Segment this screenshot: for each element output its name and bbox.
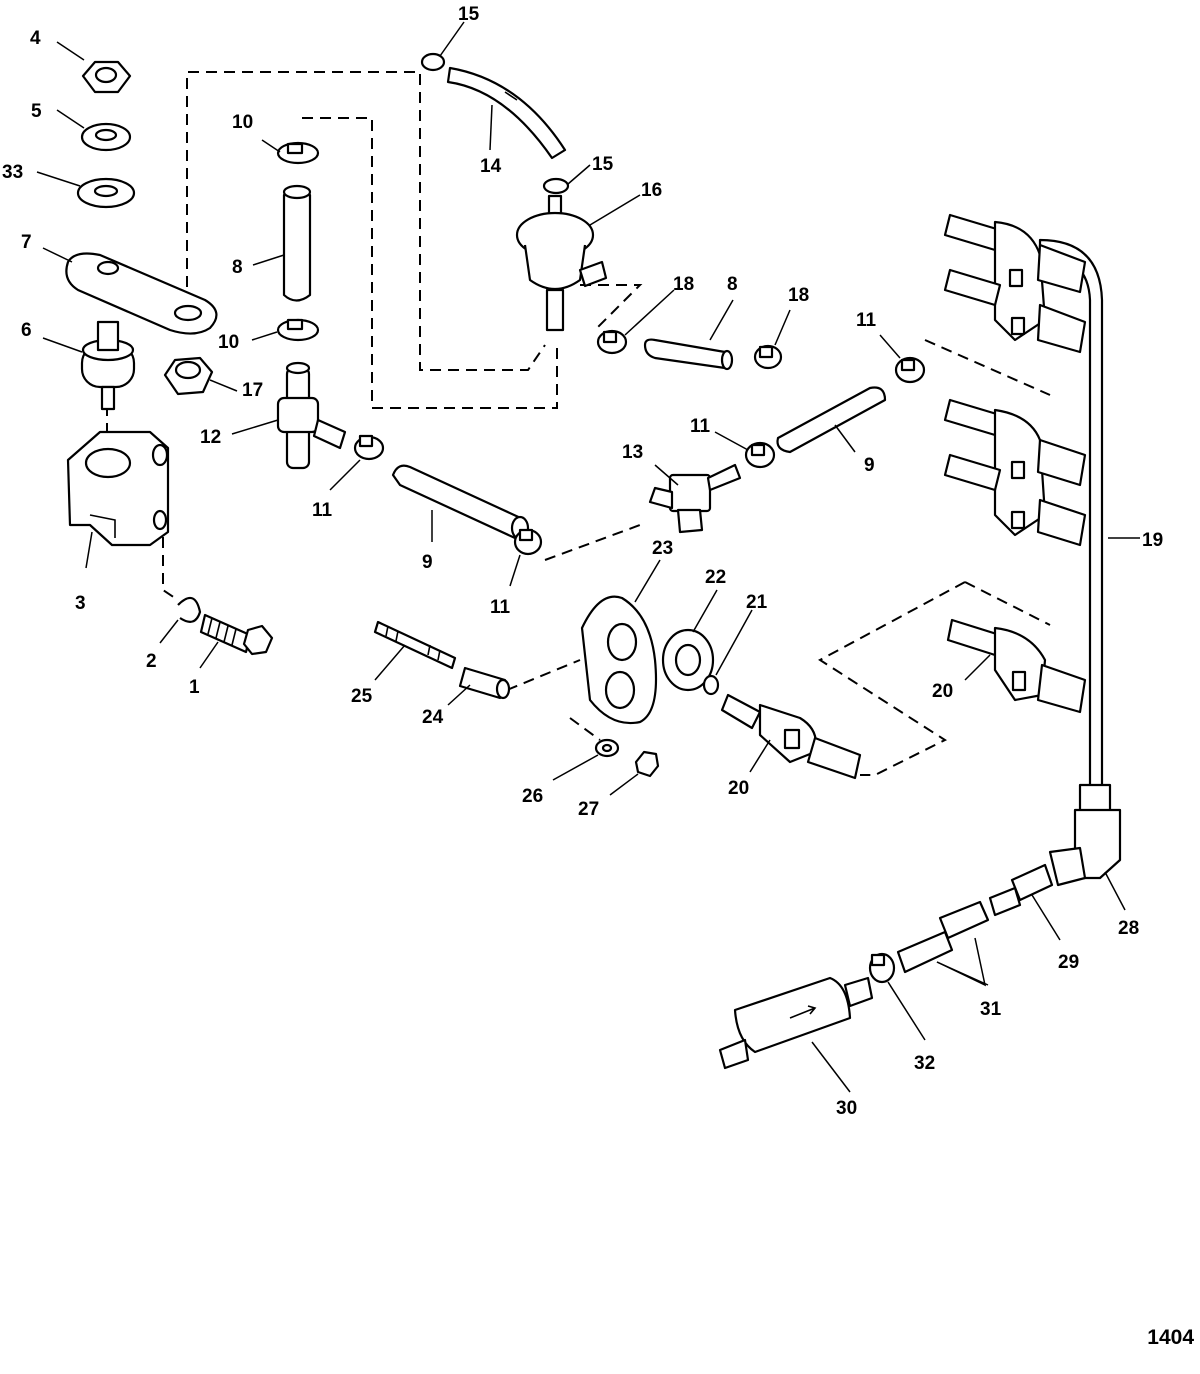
callout-7: 7 [21,232,32,253]
callout-numbers: 4 5 33 7 6 3 2 1 17 10 8 10 12 11 9 11 1… [2,4,1163,1119]
fitting-part-29 [988,863,1054,917]
callout-16: 16 [641,180,662,201]
callout-31: 31 [980,999,1002,1020]
callout-6: 6 [21,320,32,341]
callout-14: 14 [480,156,502,177]
hose-part-9-b [776,386,887,454]
callout-17: 17 [242,380,263,401]
callout-11-c: 11 [690,416,711,437]
hose-clamp-part-11-a [353,434,385,461]
callout-23: 23 [652,538,673,559]
hose-clamp-part-15-upper [420,52,446,72]
callout-20-lower: 20 [728,778,749,799]
mount-bracket-part-3 [66,430,170,547]
hose-clamp-part-18-a [596,329,628,355]
figure-number: 1404 [1147,1326,1194,1349]
hose-clamp-part-15-lower [542,177,570,195]
callout-3: 3 [75,593,86,614]
elbow-fitting-part-28 [1048,808,1122,887]
injector-plate-part-23 [580,595,658,725]
hose-clamp-part-11-c [744,441,776,469]
fuel-injector-part-20-upper-right [946,618,1087,714]
callout-5: 5 [31,101,42,122]
hose-part-8-vertical [282,184,312,302]
o-ring-part-21 [702,674,720,696]
callout-8-vertical: 8 [232,257,243,278]
callout-11-d: 11 [856,310,877,331]
callout-26: 26 [522,786,543,807]
callout-4: 4 [30,28,41,49]
hose-clamp-part-18-b [753,344,783,370]
callout-19: 19 [1142,530,1163,551]
callout-10-upper: 10 [232,112,253,133]
callout-10-lower: 10 [218,332,239,353]
hose-part-31 [896,900,990,974]
lock-washer-part-2 [177,596,202,623]
callout-18-b: 18 [788,285,809,306]
callout-2: 2 [146,651,157,672]
callout-22: 22 [705,567,726,588]
callout-12: 12 [200,427,221,448]
hose-clamp-part-32 [868,952,896,984]
flat-washer-part-33 [76,177,136,209]
tee-fitting-part-12 [276,361,347,470]
seal-part-22 [661,628,715,692]
callout-9-b: 9 [864,455,875,476]
callout-9-a: 9 [422,552,433,573]
callout-20-rail: 20 [932,681,953,702]
fuel-injector-part-20-lower [720,693,862,780]
callout-21: 21 [746,592,768,613]
nut-part-17 [163,356,214,396]
callout-24: 24 [422,707,444,728]
hose-part-9-a [391,464,530,541]
hose-clamp-part-11-b [513,528,543,556]
spacer-part-24 [458,666,511,700]
callout-11-b: 11 [490,597,511,618]
assembly-dashed-lines [106,71,1051,776]
rubber-isolator-part-6 [80,320,136,411]
nut-part-27 [634,750,660,778]
fuel-injector-part-20-rail [943,213,1087,547]
callout-1: 1 [189,677,200,698]
callout-30: 30 [836,1098,857,1119]
lock-washer-part-5 [80,122,132,152]
callout-13: 13 [622,442,643,463]
mounting-plate-part-7 [65,252,218,335]
callout-32: 32 [914,1053,935,1074]
stud-part-25 [373,620,457,670]
callout-15-lower: 15 [592,154,614,175]
callout-29: 29 [1058,952,1079,973]
washer-part-26 [594,738,620,758]
hose-part-8-horizontal [643,338,734,371]
callout-11-a: 11 [312,500,333,521]
callout-27: 27 [578,799,599,820]
elbow-fitting-part-13 [648,463,742,534]
hose-clamp-part-10-upper [276,141,320,165]
callout-8-horizontal: 8 [727,274,738,295]
nut-part-4 [81,60,132,94]
bolt-part-1 [199,613,274,656]
hose-part-14 [446,66,567,160]
callout-18-a: 18 [673,274,694,295]
callout-28: 28 [1118,918,1139,939]
callout-25: 25 [351,686,373,707]
fuel-pressure-regulator-part-16 [515,194,608,332]
hose-clamp-part-11-d [894,356,926,384]
callout-33: 33 [2,162,23,183]
callout-leader-lines [36,21,1140,1093]
hose-clamp-part-10-lower [276,318,320,342]
callout-15-upper: 15 [458,4,480,25]
fuel-filter-part-30 [718,976,874,1070]
